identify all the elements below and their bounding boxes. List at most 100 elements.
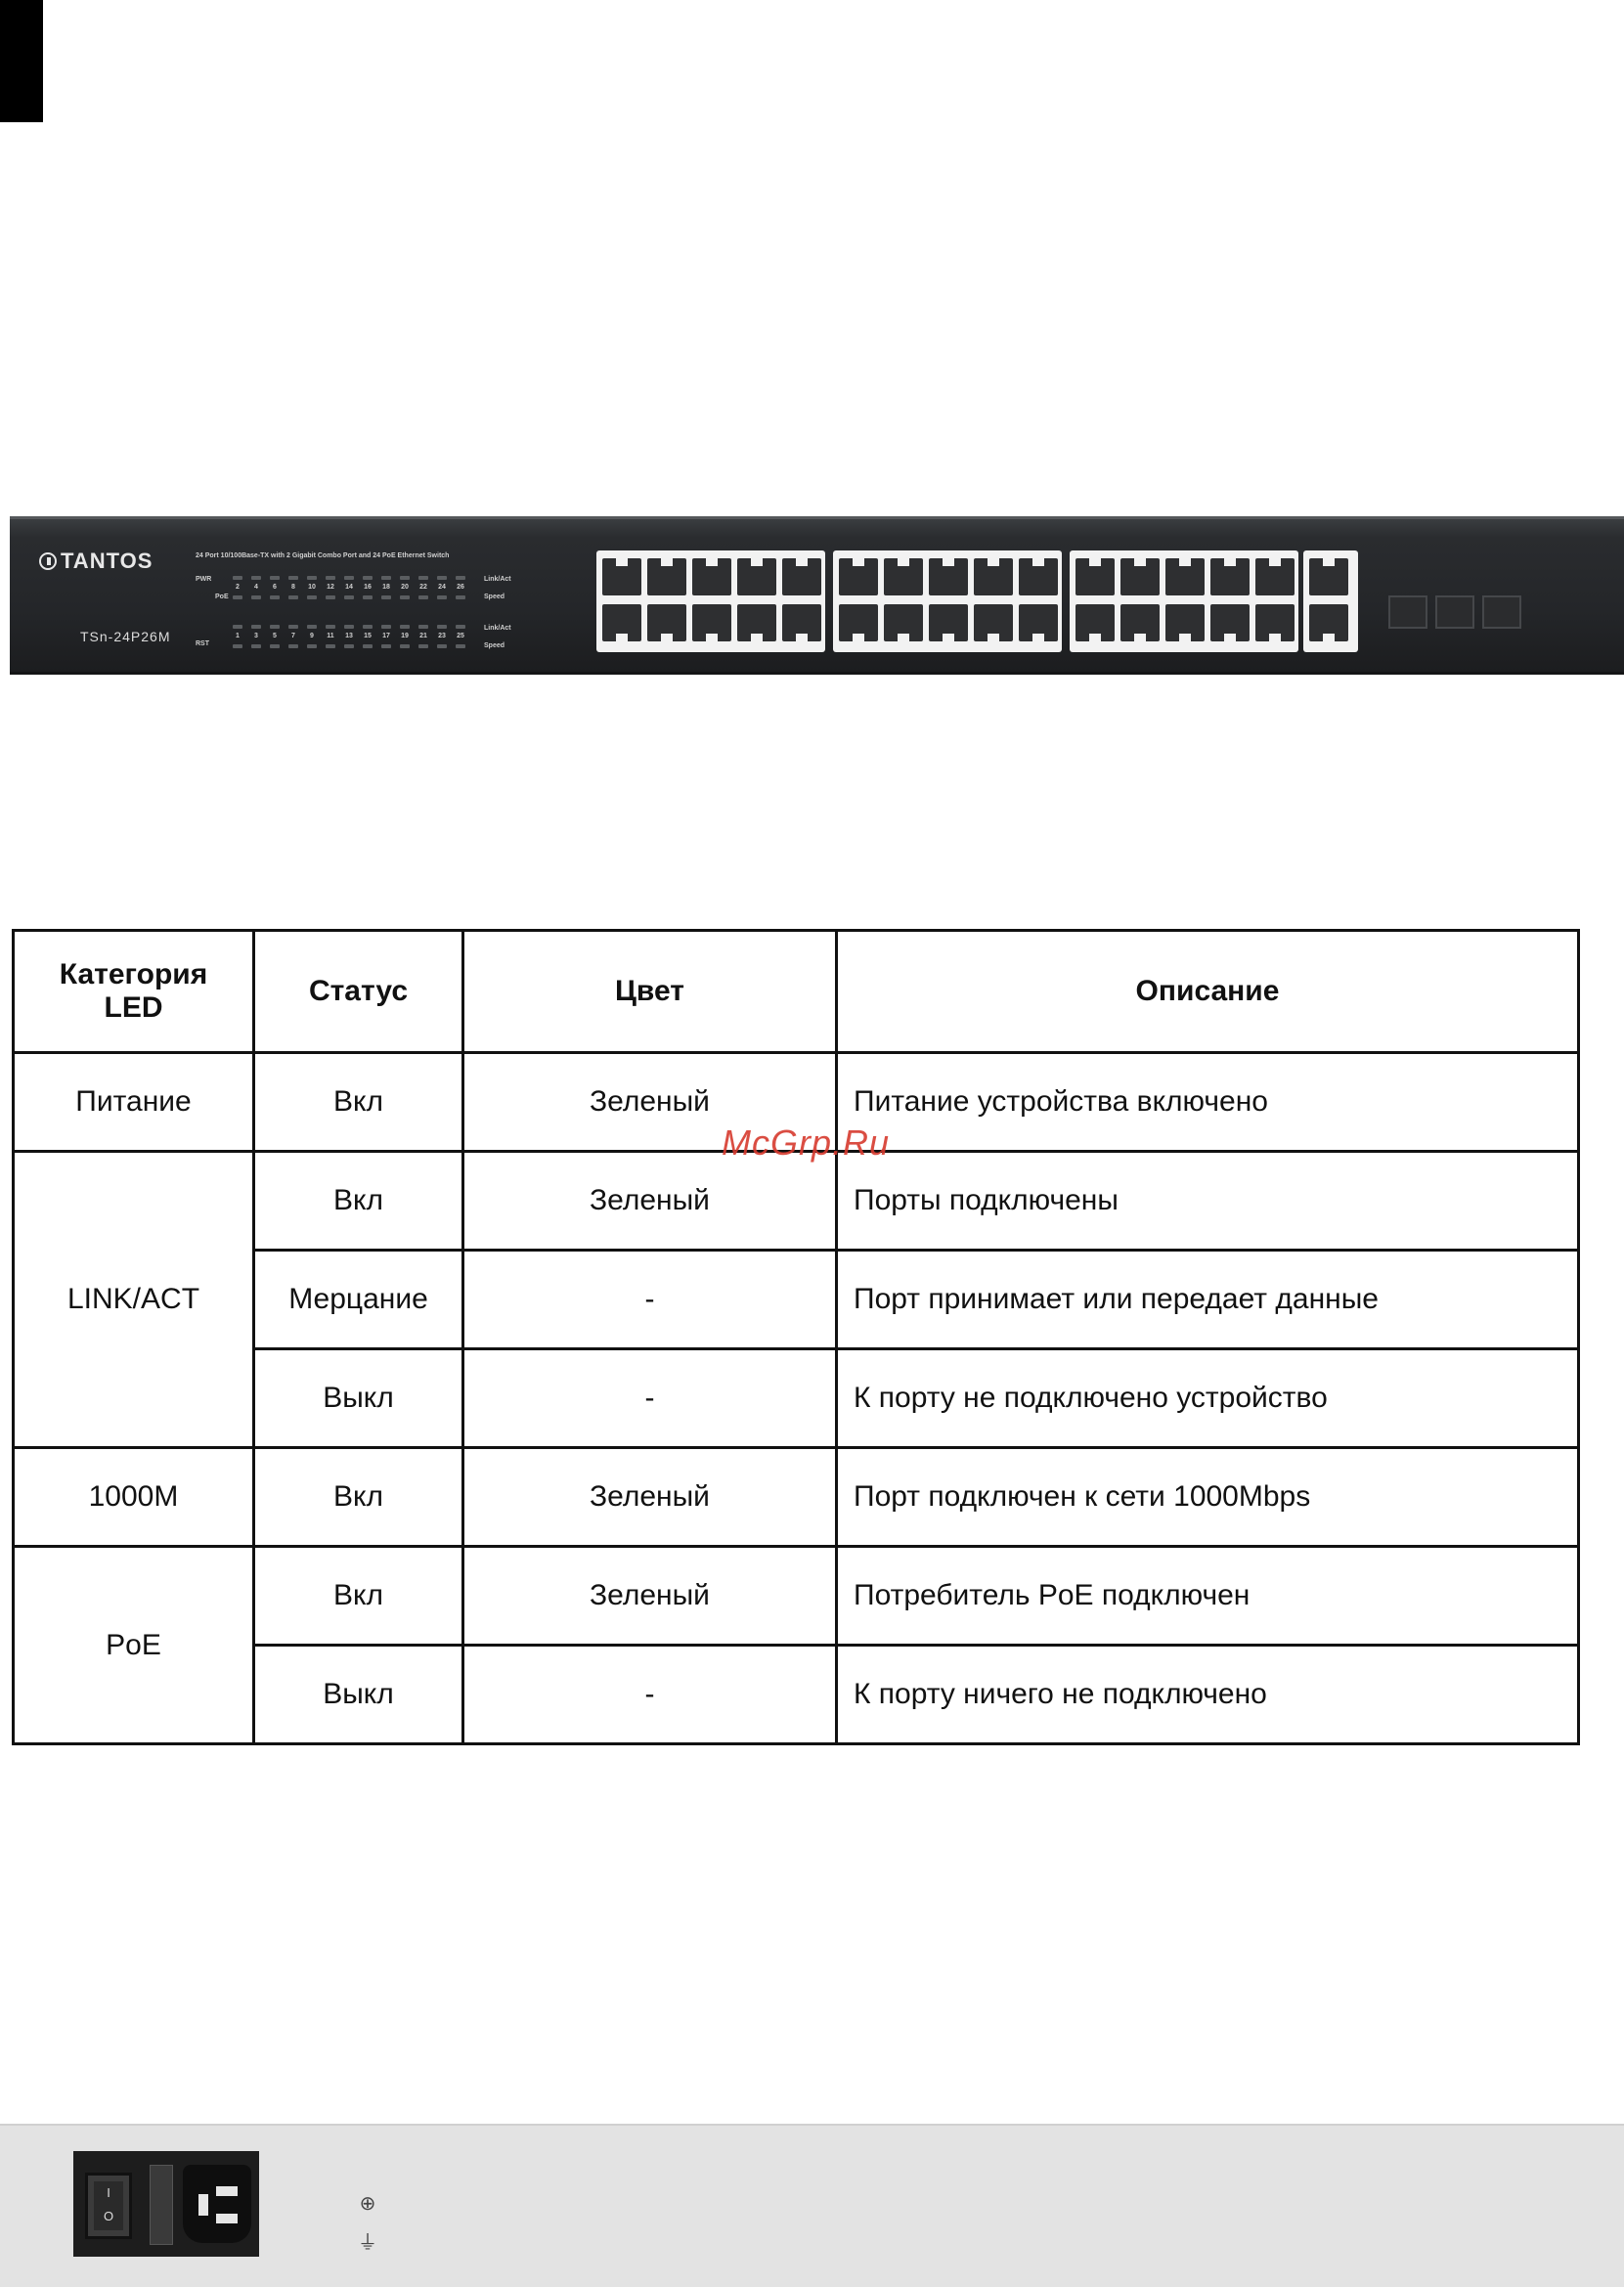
sfp-slot xyxy=(1482,595,1521,629)
combo-port-group xyxy=(1303,550,1358,652)
table-row: 1000M Вкл Зеленый Порт подключен к сети … xyxy=(12,1446,1580,1548)
switch-front-panel: TANTOS 24 Port 10/100Base-TX with 2 Giga… xyxy=(10,516,1624,675)
port-group-2 xyxy=(833,550,1062,652)
rj45-port xyxy=(1075,558,1115,595)
iec-power-socket xyxy=(183,2165,251,2243)
rj45-port xyxy=(782,558,821,595)
led-indicator xyxy=(307,576,317,580)
cell-category: 1000M xyxy=(12,1446,255,1548)
rj45-port xyxy=(1309,558,1348,595)
link-act-label-top: Link/Act xyxy=(484,576,511,583)
cell-status: Мерцание xyxy=(252,1249,464,1350)
led-indicator xyxy=(456,625,465,629)
led-indicator xyxy=(270,625,280,629)
led-indicator xyxy=(418,625,428,629)
led-row-link-top xyxy=(233,576,465,580)
cell-status: Вкл xyxy=(252,1150,464,1252)
port-number: 19 xyxy=(401,633,409,639)
cell-status: Вкл xyxy=(252,1051,464,1153)
cell-color: - xyxy=(461,1644,838,1745)
socket-ground-pin xyxy=(198,2194,208,2216)
led-indicator xyxy=(251,576,261,580)
header-color: Цвет xyxy=(461,929,838,1054)
rj45-port xyxy=(929,558,968,595)
rj45-port xyxy=(1210,604,1250,641)
port-number: 20 xyxy=(401,584,409,591)
led-indicator xyxy=(288,625,298,629)
cell-color: Зеленый xyxy=(461,1446,838,1548)
ground-icon: ⏚ xyxy=(358,2232,377,2254)
cell-color: Зеленый xyxy=(461,1545,838,1647)
port-number: 3 xyxy=(254,633,258,639)
rj45-port xyxy=(737,558,776,595)
pwr-label: PWR xyxy=(196,576,212,583)
port-number: 7 xyxy=(291,633,295,639)
led-indicator xyxy=(363,595,373,599)
rj45-port xyxy=(602,558,641,595)
table-row: Питание Вкл Зеленый Питание устройства в… xyxy=(12,1051,1580,1153)
led-indicator xyxy=(437,625,447,629)
port-number: 16 xyxy=(364,584,372,591)
port-number: 18 xyxy=(382,584,390,591)
rj45-port xyxy=(839,604,878,641)
cell-status: Выкл xyxy=(252,1347,464,1449)
cell-description: Порт подключен к сети 1000Mbps xyxy=(835,1446,1580,1548)
led-indicator xyxy=(326,644,335,648)
led-indicator xyxy=(270,576,280,580)
led-indicator xyxy=(344,644,354,648)
port-number: 13 xyxy=(345,633,353,639)
switch-on-mark: I xyxy=(107,2185,110,2200)
rj45-port xyxy=(974,558,1013,595)
power-rocker-switch: I O xyxy=(85,2173,132,2239)
port-number: 17 xyxy=(382,633,390,639)
led-indicator xyxy=(344,595,354,599)
port-number: 6 xyxy=(273,584,277,591)
led-indicator xyxy=(381,644,391,648)
port-number: 14 xyxy=(345,584,353,591)
led-indicator xyxy=(307,595,317,599)
sfp-slot xyxy=(1435,595,1474,629)
plus-screw-icon: ⊕ xyxy=(359,2193,376,2215)
switch-off-mark: O xyxy=(103,2209,114,2223)
cell-color: Зеленый xyxy=(461,1150,838,1252)
led-indicator xyxy=(344,576,354,580)
cell-color: - xyxy=(461,1347,838,1449)
rj45-port xyxy=(884,604,923,641)
socket-pin xyxy=(216,2186,238,2196)
table-row: Мерцание - Порт принимает или передает д… xyxy=(14,1249,1580,1350)
led-row-speed-top xyxy=(233,595,465,599)
cell-description: Потребитель PoE подключен xyxy=(835,1545,1580,1647)
led-indicator xyxy=(233,576,242,580)
led-indicator xyxy=(400,644,410,648)
header-status: Статус xyxy=(252,929,464,1054)
port-group-3 xyxy=(1070,550,1298,652)
led-indicator xyxy=(456,576,465,580)
rj45-port xyxy=(737,604,776,641)
port-number: 8 xyxy=(291,584,295,591)
sfp-slot xyxy=(1388,595,1427,629)
cell-description: К порту не подключено устройство xyxy=(835,1347,1580,1449)
led-indicator xyxy=(363,576,373,580)
brand-name: TANTOS xyxy=(61,549,154,573)
port-number: 5 xyxy=(273,633,277,639)
fuse-holder xyxy=(150,2165,173,2245)
brand-logo-icon xyxy=(39,552,57,570)
led-indicator xyxy=(437,595,447,599)
cell-description: Порт принимает или передает данные xyxy=(835,1249,1580,1350)
led-indicator xyxy=(381,595,391,599)
rj45-port xyxy=(1210,558,1250,595)
led-indicator xyxy=(418,576,428,580)
port-number: 11 xyxy=(327,633,334,639)
port-number: 4 xyxy=(254,584,258,591)
cell-status: Вкл xyxy=(252,1446,464,1548)
rj45-port xyxy=(602,604,641,641)
speed-label-bottom: Speed xyxy=(484,642,505,649)
led-indicator xyxy=(400,576,410,580)
cell-category: PoE xyxy=(12,1545,255,1745)
led-indicator xyxy=(326,625,335,629)
port-number: 24 xyxy=(438,584,446,591)
rj45-port xyxy=(974,604,1013,641)
led-indicator xyxy=(251,644,261,648)
